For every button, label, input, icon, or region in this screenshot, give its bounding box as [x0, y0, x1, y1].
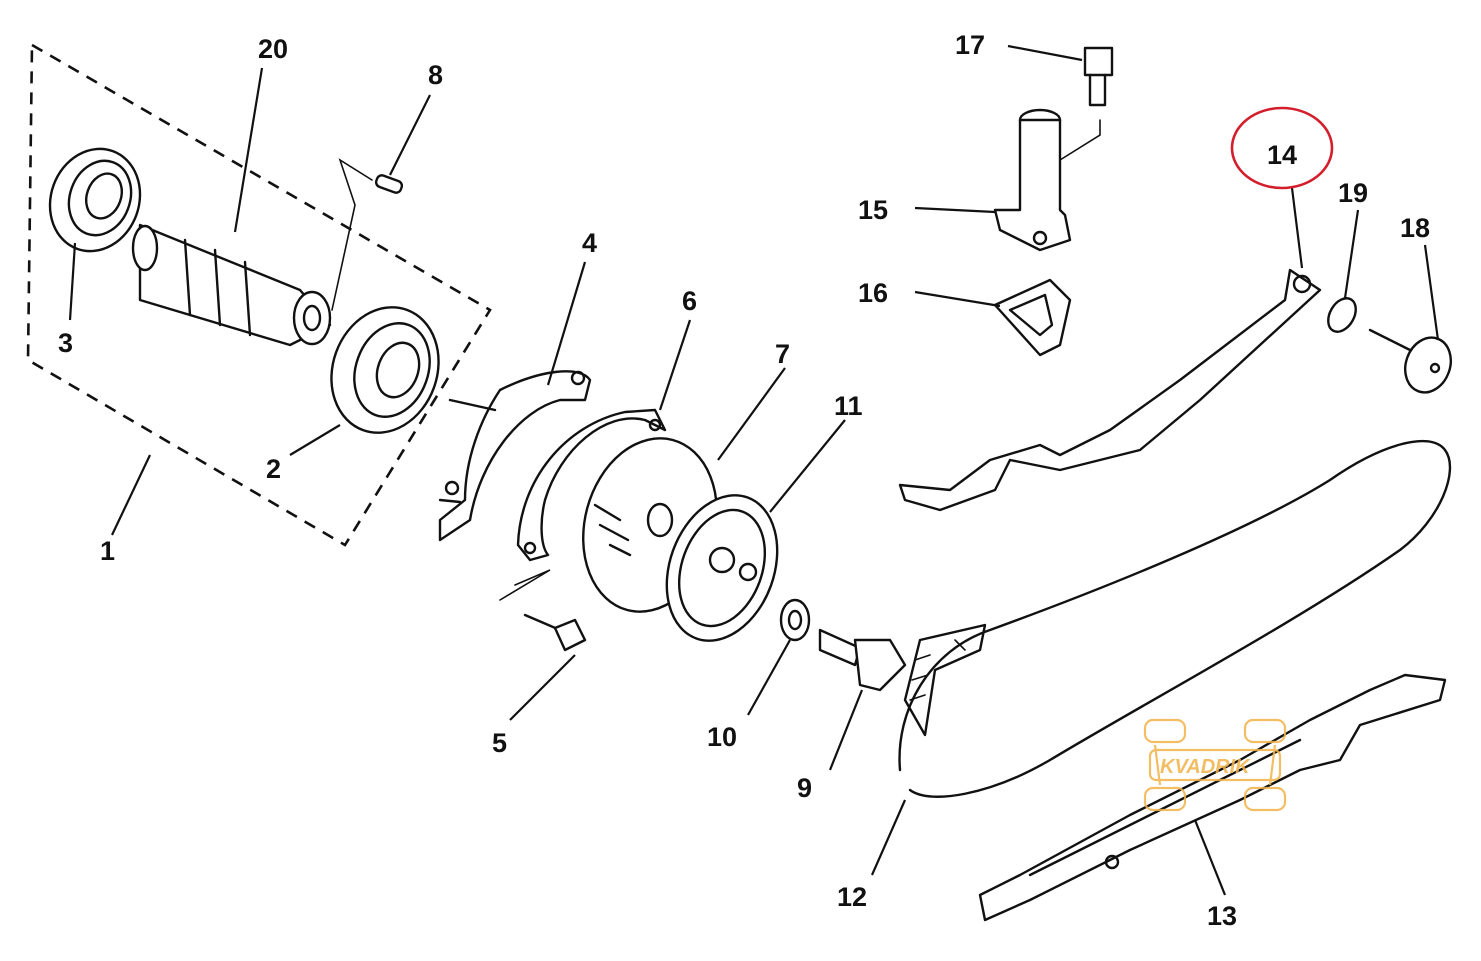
label-17: 17 — [955, 30, 985, 60]
camshaft-20 — [131, 223, 332, 347]
pin-8 — [331, 158, 404, 311]
label-11: 11 — [834, 391, 863, 421]
bearing-3 — [48, 147, 142, 253]
cover-11 — [665, 494, 779, 642]
label-4: 4 — [582, 228, 597, 258]
label-14: 14 — [1267, 140, 1297, 170]
watermark-logo: KVADRIK — [1143, 718, 1287, 812]
label-6: 6 — [682, 286, 697, 316]
label-16: 16 — [858, 278, 888, 308]
label-20: 20 — [258, 34, 288, 64]
o-ring-19 — [1327, 297, 1357, 333]
guide-14 — [898, 268, 1322, 512]
label-18: 18 — [1400, 213, 1430, 243]
plate-4 — [438, 370, 592, 542]
label-12: 12 — [837, 882, 867, 912]
gasket-6 — [516, 408, 667, 562]
label-3: 3 — [58, 328, 73, 358]
label-15: 15 — [858, 195, 888, 225]
label-9: 9 — [797, 773, 812, 803]
label-5: 5 — [492, 728, 507, 758]
label-8: 8 — [428, 60, 443, 90]
part-labels: 1 2 3 4 5 6 7 8 9 10 11 12 13 14 15 16 1… — [58, 30, 1430, 931]
bolt-9 — [818, 628, 907, 692]
tensioner-15 — [993, 108, 1101, 252]
callout-lines — [68, 44, 1440, 896]
label-1: 1 — [100, 536, 115, 566]
bolt-18 — [1368, 328, 1452, 394]
label-13: 13 — [1207, 901, 1237, 931]
label-7: 7 — [775, 339, 790, 369]
label-19: 19 — [1338, 178, 1368, 208]
timing-chain-12 — [898, 439, 1452, 798]
camshaft-assembly-box — [26, 42, 492, 547]
watermark-text: KVADRIK — [1160, 756, 1251, 778]
label-2: 2 — [266, 454, 281, 484]
bolt-17 — [1083, 46, 1114, 107]
highlight-circle — [1230, 106, 1334, 190]
washer-10 — [779, 598, 811, 642]
bolt-5 — [499, 569, 587, 652]
bearing-2 — [330, 306, 440, 434]
guide-13 — [978, 673, 1447, 922]
gasket-16 — [993, 278, 1072, 357]
label-10: 10 — [707, 722, 737, 752]
